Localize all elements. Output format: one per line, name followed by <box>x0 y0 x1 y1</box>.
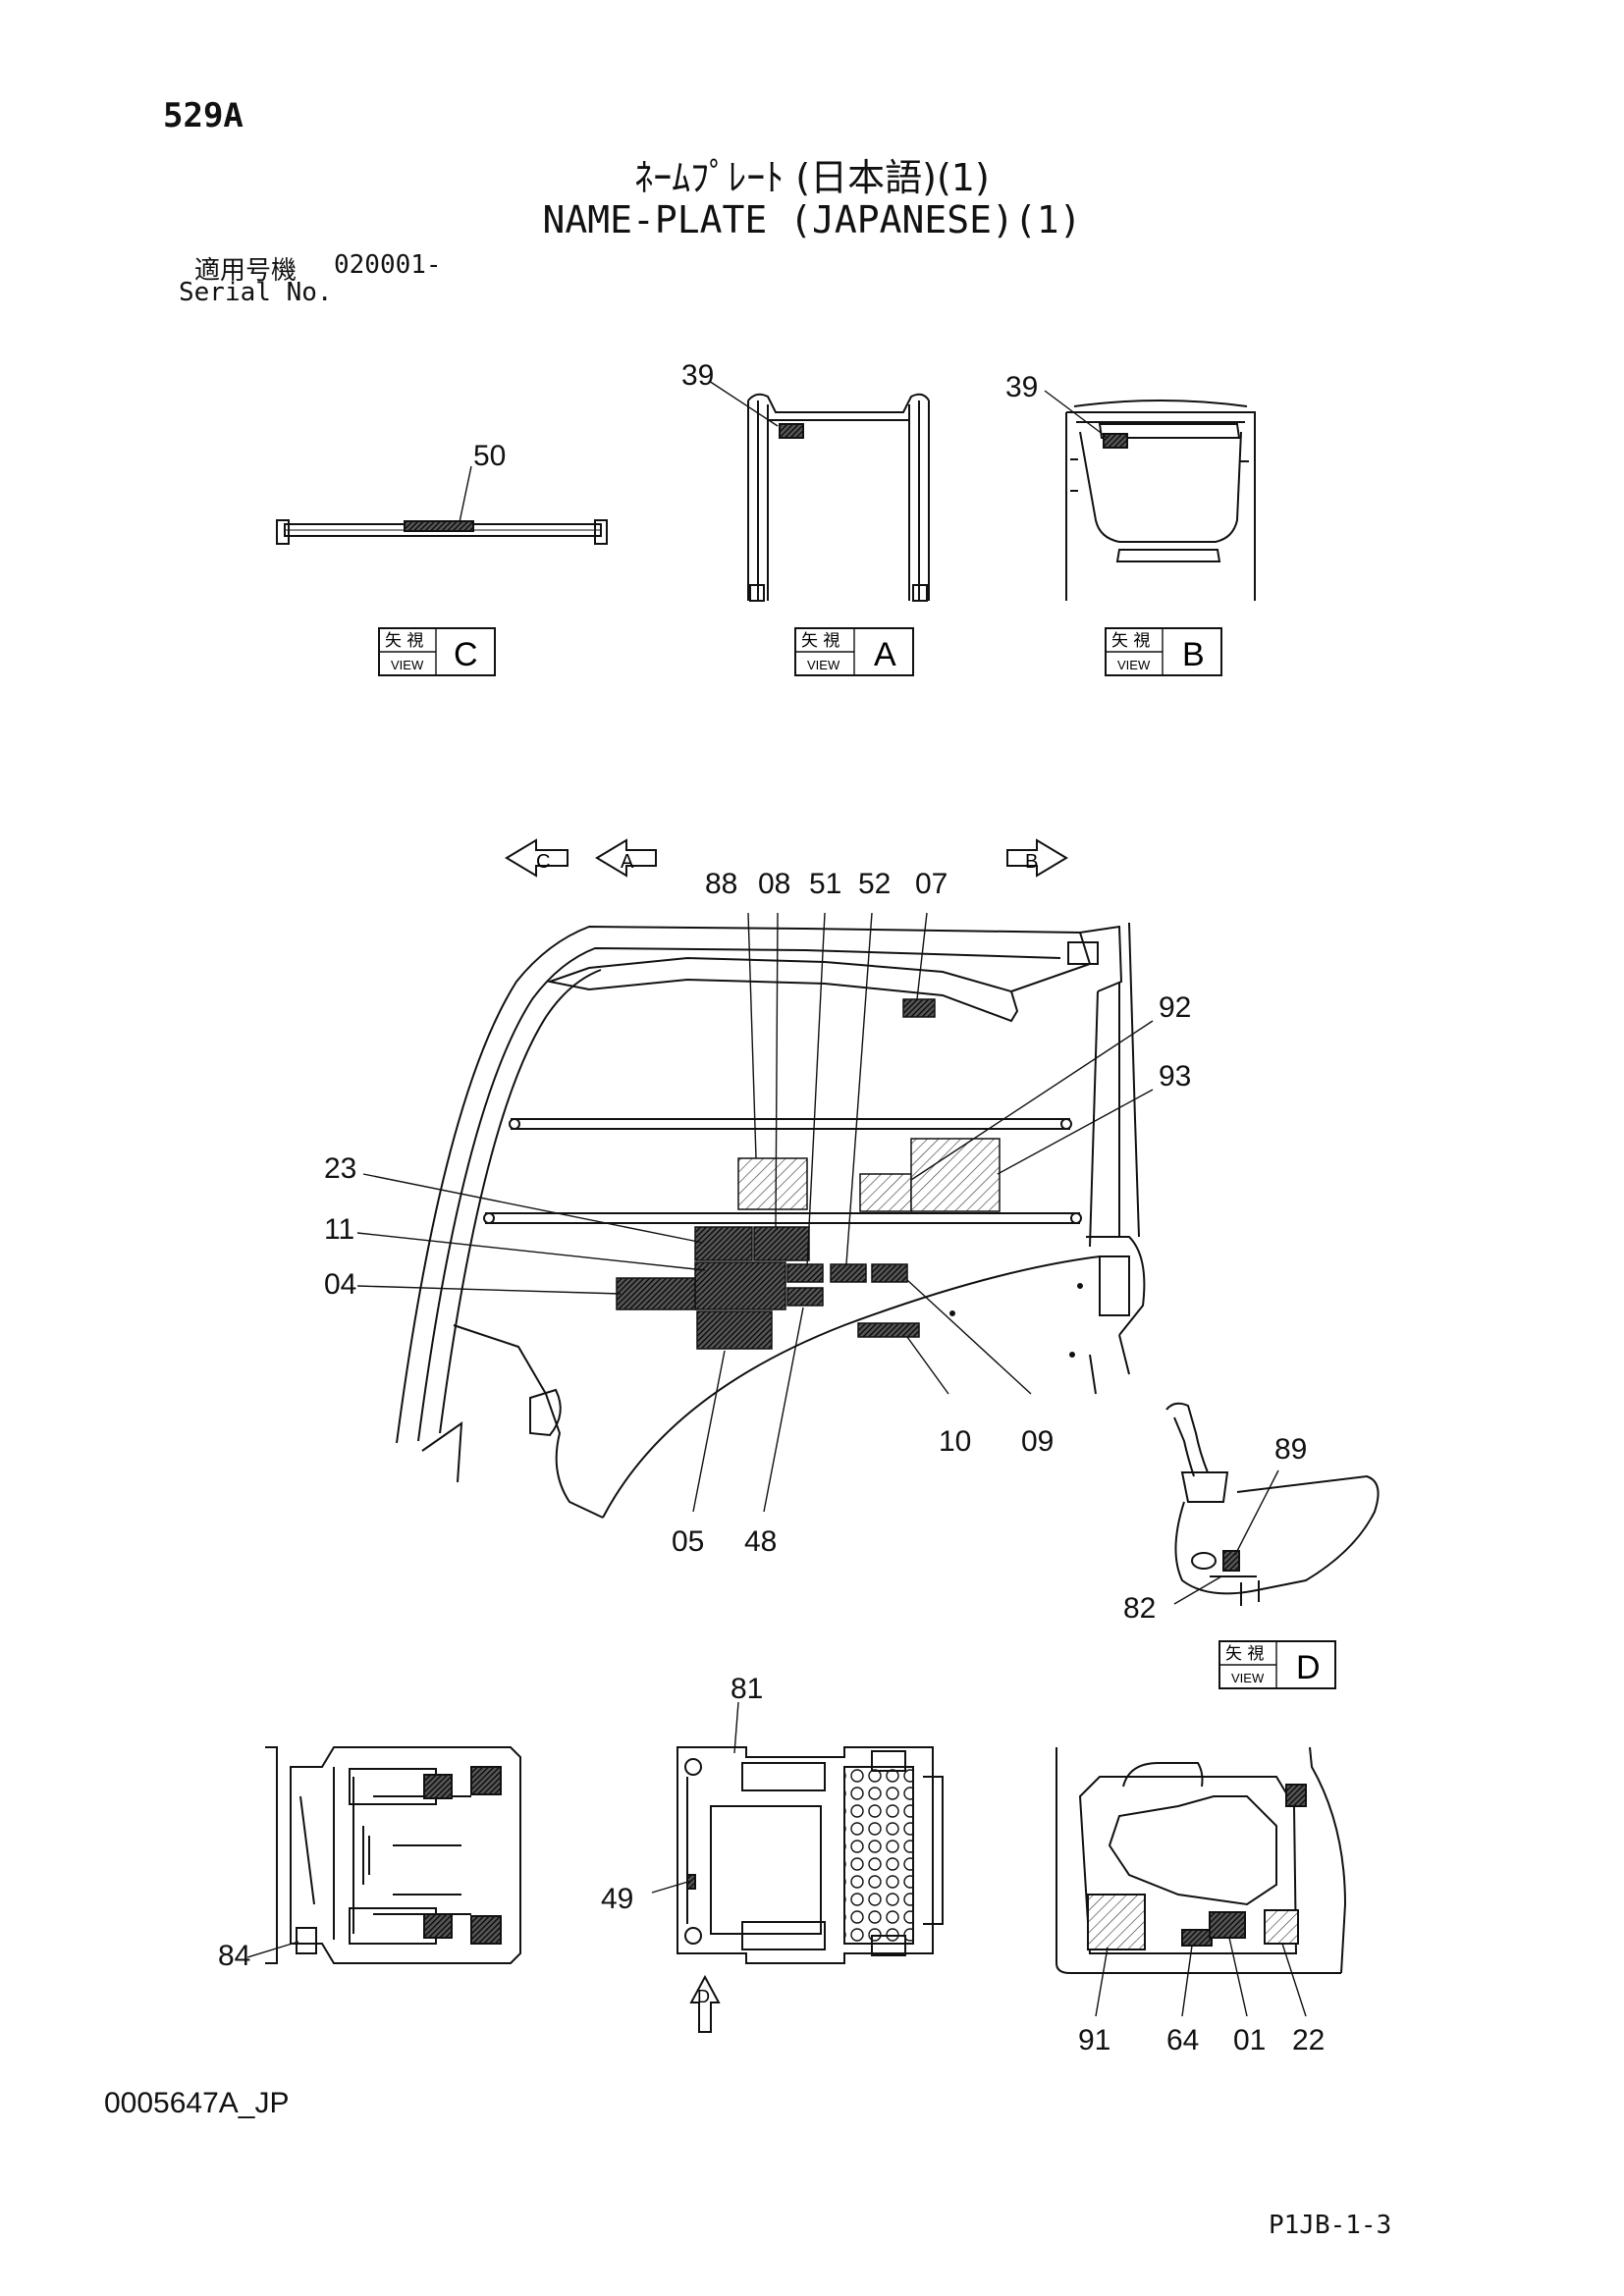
serial-value: 020001- <box>334 250 442 280</box>
callout-89: 89 <box>1274 1433 1307 1466</box>
callout-92: 92 <box>1159 991 1191 1024</box>
cab-leader-lines <box>356 912 1154 1513</box>
view-label-c: 矢 視 VIEW C <box>378 627 496 676</box>
callout-93: 93 <box>1159 1060 1191 1093</box>
callout-39-view-a: 39 <box>681 359 714 392</box>
svg-text:A: A <box>621 851 634 873</box>
bottom-left-view <box>246 1746 521 1964</box>
page-number: 529A <box>163 96 244 135</box>
arrow-view-d: D <box>689 1974 721 2033</box>
page-reference: P1JB-1-3 <box>1269 2211 1392 2240</box>
callout-49: 49 <box>601 1883 633 1915</box>
callout-51: 51 <box>809 868 841 900</box>
arrow-view-b: B <box>1006 838 1068 878</box>
cab-main-view <box>396 922 1146 1519</box>
view-d-joystick <box>1165 1402 1380 1606</box>
callout-08: 08 <box>758 868 790 900</box>
title-japanese: ﾈｰﾑﾌﾟﾚｰﾄ (日本語)(1) <box>634 156 990 199</box>
bottom-middle-view <box>651 1701 944 1964</box>
svg-text:C: C <box>454 636 478 673</box>
callout-81: 81 <box>731 1673 763 1705</box>
cab-plates <box>616 998 1001 1350</box>
arrow-view-c: C <box>505 838 568 878</box>
serial-label-japanese: 適用号機 <box>194 256 298 286</box>
view-label-b: 矢 視 VIEW B <box>1105 627 1222 676</box>
callout-64: 64 <box>1166 2024 1199 2056</box>
callout-23: 23 <box>324 1152 356 1185</box>
callout-07: 07 <box>915 868 947 900</box>
svg-text:D: D <box>1296 1649 1321 1686</box>
title-english: NAME-PLATE (JAPANESE)(1) <box>542 198 1082 241</box>
arrow-view-a: A <box>595 838 657 878</box>
callout-88: 88 <box>705 868 737 900</box>
svg-text:矢 視: 矢 視 <box>385 631 423 651</box>
svg-text:矢 視: 矢 視 <box>1111 631 1150 651</box>
svg-text:B: B <box>1182 636 1205 673</box>
svg-text:C: C <box>536 851 550 873</box>
svg-text:VIEW: VIEW <box>1231 1671 1265 1685</box>
callout-91: 91 <box>1078 2024 1110 2056</box>
view-b-drawing <box>1044 390 1256 601</box>
svg-text:D: D <box>697 1987 710 2006</box>
callout-05: 05 <box>672 1525 704 1558</box>
view-label-a: 矢 視 VIEW A <box>794 627 914 676</box>
view-a-drawing <box>708 380 930 602</box>
callout-82: 82 <box>1123 1592 1156 1625</box>
callout-50: 50 <box>473 440 506 472</box>
callout-52: 52 <box>858 868 891 900</box>
bottom-right-view <box>1056 1746 1347 2017</box>
callout-11: 11 <box>324 1213 354 1246</box>
callout-39-view-b: 39 <box>1005 371 1038 403</box>
svg-text:VIEW: VIEW <box>1117 658 1151 672</box>
view-label-d: 矢 視 VIEW D <box>1218 1640 1336 1689</box>
serial-label-english: Serial No. <box>179 278 333 307</box>
svg-text:VIEW: VIEW <box>391 658 424 672</box>
svg-text:矢 視: 矢 視 <box>801 631 839 651</box>
callout-04: 04 <box>324 1268 356 1301</box>
svg-text:B: B <box>1025 851 1038 873</box>
callout-22: 22 <box>1292 2024 1325 2056</box>
callout-48: 48 <box>744 1525 777 1558</box>
callout-09: 09 <box>1021 1425 1054 1458</box>
svg-text:矢 視: 矢 視 <box>1225 1644 1264 1664</box>
svg-text:VIEW: VIEW <box>807 658 840 672</box>
callout-10: 10 <box>939 1425 971 1458</box>
callout-01: 01 <box>1233 2024 1266 2056</box>
svg-text:A: A <box>874 636 896 673</box>
callout-84: 84 <box>218 1940 250 1972</box>
view-c-drawing <box>276 465 608 545</box>
drawing-number: 0005647A_JP <box>104 2087 290 2119</box>
